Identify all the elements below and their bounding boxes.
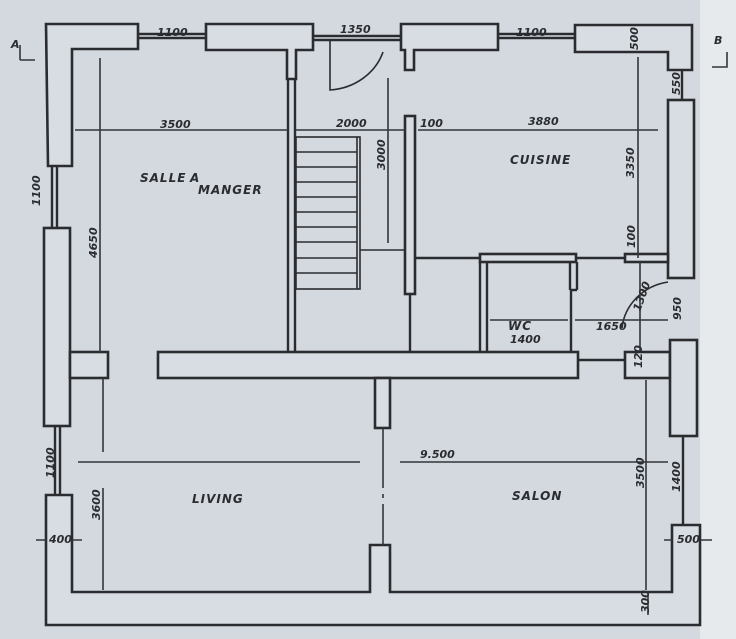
dimension-label: 500 <box>677 533 700 546</box>
dimension-label: 550 <box>670 72 683 95</box>
window-top-left <box>138 32 205 40</box>
wall-right-stub-lower <box>623 350 672 380</box>
dimension-label: 1300 <box>631 279 654 313</box>
section-marker-a: A <box>10 38 20 51</box>
wall-interior-horizontal <box>156 350 580 380</box>
dimension-label: 2000 <box>336 117 367 130</box>
dimension-label: 1100 <box>516 26 547 39</box>
dimension-label: 1100 <box>30 175 43 206</box>
wall-bottom <box>44 493 702 627</box>
dimension-label: 3350 <box>624 147 637 178</box>
dimension-label: 120 <box>632 345 645 368</box>
room-label-living: LIVING <box>192 492 244 506</box>
dimension-lines <box>19 45 728 615</box>
paper-edge <box>700 0 736 639</box>
room-label-manger: MANGER <box>198 183 263 197</box>
window-left-lower <box>53 426 62 495</box>
wall-left-middle <box>42 226 72 428</box>
wall-right-stub-upper <box>623 252 670 264</box>
wall-wc-left <box>478 262 489 352</box>
staircase <box>295 136 405 290</box>
dimension-label: 500 <box>628 27 641 50</box>
wall-right-middle <box>668 338 699 438</box>
dimension-label: 4650 <box>87 227 100 259</box>
dimension-label: 300 <box>639 590 652 613</box>
wall-right-upper <box>666 98 696 280</box>
wall-wc-top <box>478 252 578 264</box>
wall-wc-right <box>568 262 579 352</box>
dimension-label: 9.500 <box>420 448 455 461</box>
window-top-right <box>498 32 575 40</box>
dimension-label: 1100 <box>44 447 57 478</box>
dimension-label: 1650 <box>596 320 627 333</box>
dimension-label: 400 <box>48 533 72 546</box>
dimension-label: 950 <box>671 297 684 320</box>
door-entrance-swing <box>329 40 384 91</box>
window-left-upper <box>50 166 59 228</box>
wall-top-center-right <box>399 22 500 72</box>
room-label-wc: WC <box>508 319 532 333</box>
wall-stair-right <box>403 114 417 296</box>
dimension-label: 3880 <box>528 115 559 128</box>
dimension-label: 100 <box>420 117 443 130</box>
dimension-label: 1350 <box>340 23 371 36</box>
dimension-label: 3500 <box>634 457 647 488</box>
wall-top-left <box>44 22 140 168</box>
section-marker-b: B <box>714 34 722 47</box>
dimension-label: 1100 <box>157 26 188 39</box>
labels: A B SALLE A MANGER CUISINE WC LIVING SAL… <box>10 23 722 613</box>
room-label-cuisine: CUISINE <box>510 153 571 167</box>
dimension-label: 3600 <box>90 489 103 520</box>
wall-top-middle <box>204 22 315 81</box>
room-label-salon: SALON <box>512 489 562 503</box>
column-center <box>373 376 392 430</box>
doors <box>329 40 669 329</box>
wall-stair-left <box>286 79 297 352</box>
wall-stub-left <box>68 350 110 380</box>
dimension-label: 100 <box>625 225 638 248</box>
room-label-salle: SALLE <box>140 171 186 185</box>
dimension-label: 1400 <box>510 333 541 346</box>
walls <box>42 22 702 627</box>
room-label-a: A <box>189 171 200 185</box>
wall-top-right <box>573 23 694 72</box>
dimension-label: 3500 <box>160 118 191 131</box>
dimension-label: 1400 <box>670 461 683 492</box>
door-opening-top <box>313 34 401 42</box>
dimension-label: 3000 <box>375 139 388 170</box>
